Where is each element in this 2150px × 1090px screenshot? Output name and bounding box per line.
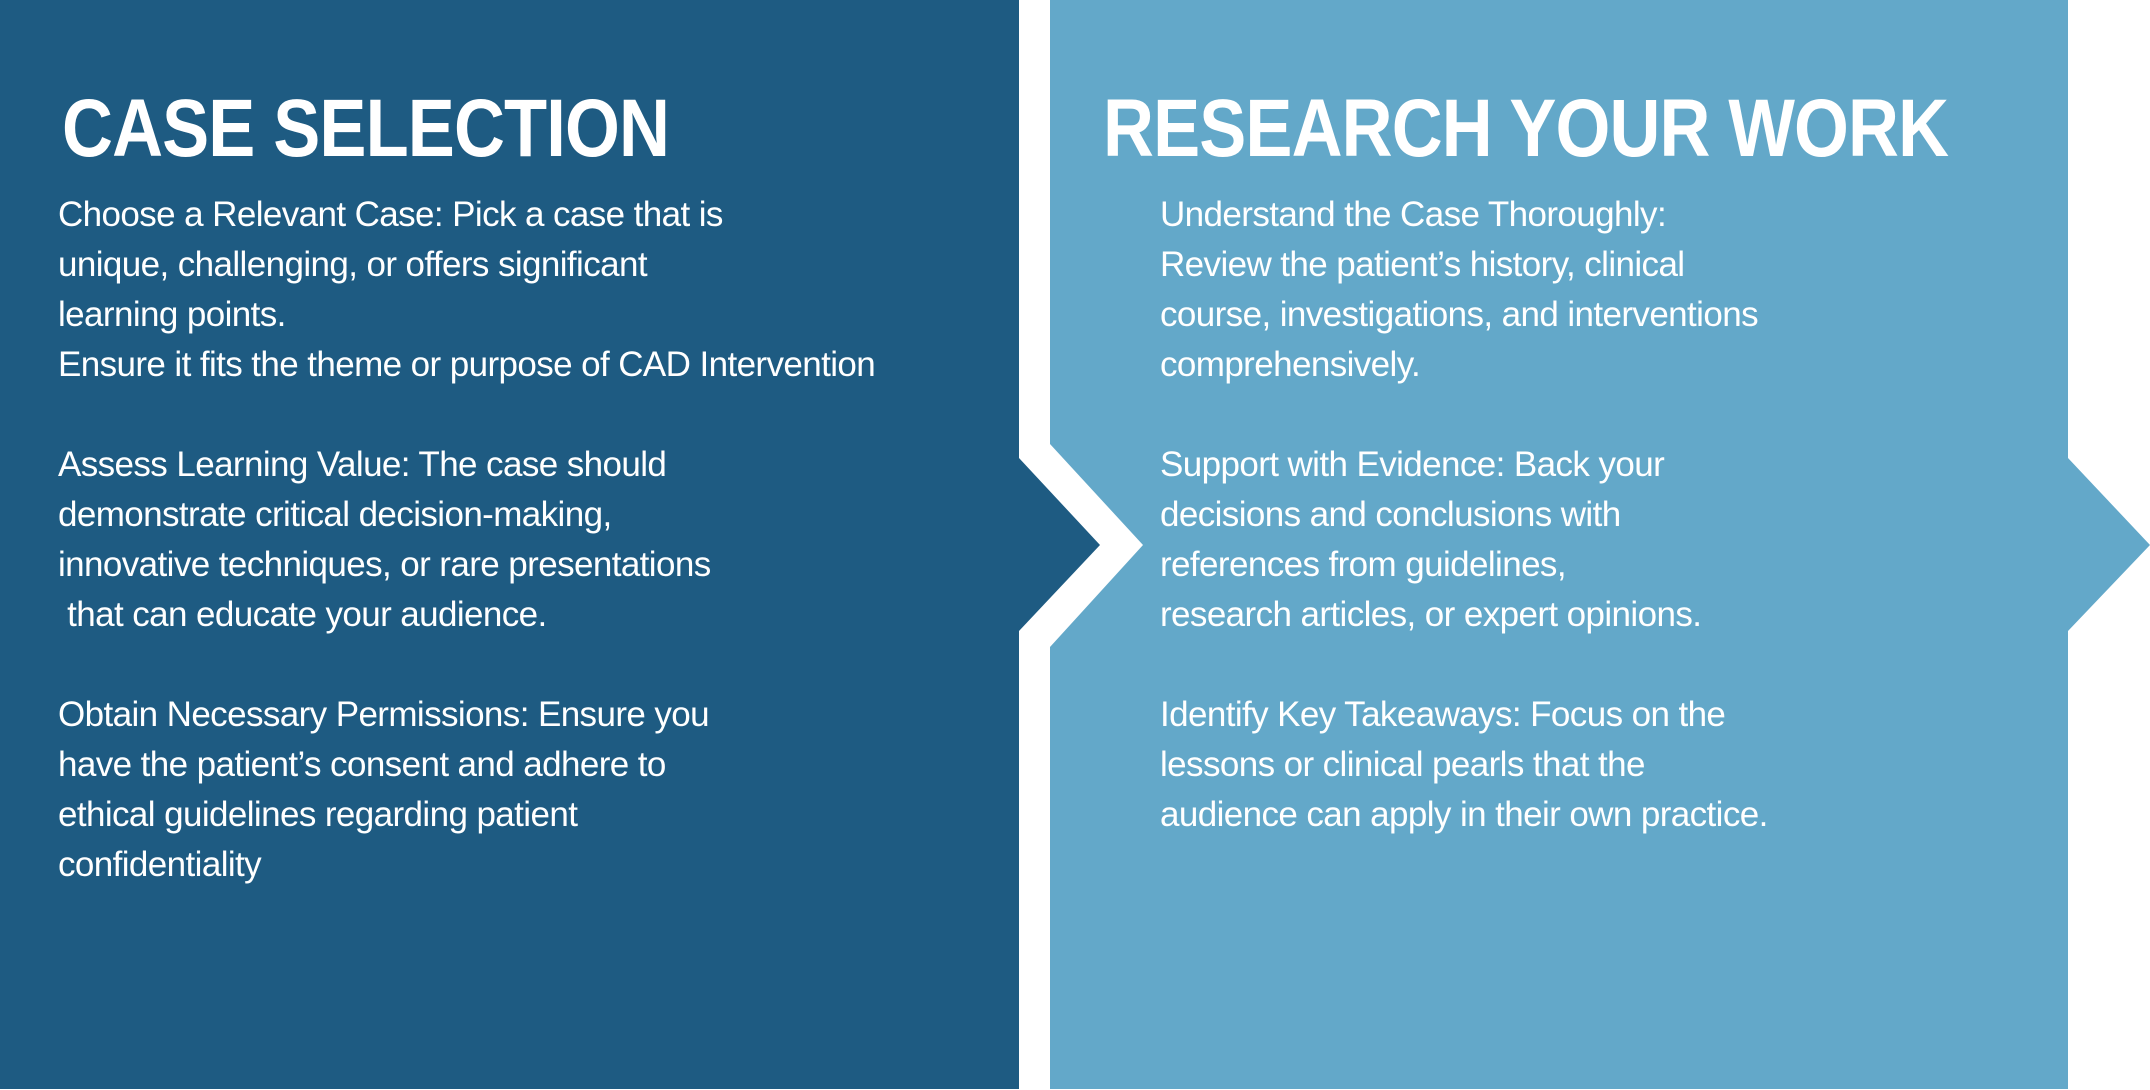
research-title: RESEARCH YOUR WORK [1103,83,1949,174]
text-line: lessons or clinical pearls that the [1160,745,1645,784]
text-line: Understand the Case Thoroughly: [1160,195,1667,234]
text-line: learning points. [58,295,286,334]
case-selection-title: CASE SELECTION [62,83,670,174]
paragraph-relevant-case: Choose a Relevant Case: Pick a case that… [58,190,876,390]
text-line: course, investigations, and intervention… [1160,295,1759,334]
paragraph-understand-case: Understand the Case Thoroughly: Review t… [1160,190,1768,390]
text-line: Ensure it fits the theme or purpose of C… [58,345,876,384]
text-line: research articles, or expert opinions. [1160,595,1702,634]
text-line: comprehensively. [1160,345,1421,384]
research-body: Understand the Case Thoroughly: Review t… [1160,190,1768,890]
text-line: Identify Key Takeaways: Focus on the [1160,695,1726,734]
research-chevron [1050,0,2150,1089]
case-selection-body: Choose a Relevant Case: Pick a case that… [58,190,876,940]
text-line: Assess Learning Value: The case should [58,445,667,484]
text-line: Obtain Necessary Permissions: Ensure you [58,695,710,734]
paragraph-key-takeaways: Identify Key Takeaways: Focus on the les… [1160,690,1768,840]
text-line: Review the patient’s history, clinical [1160,245,1685,284]
paragraph-learning-value: Assess Learning Value: The case should d… [58,440,875,640]
text-line: ethical guidelines regarding patient [58,795,578,834]
case-selection-chevron [0,0,1100,1089]
text-line: innovative techniques, or rare presentat… [58,545,711,584]
text-line: references from guidelines, [1160,545,1567,584]
paragraph-permissions: Obtain Necessary Permissions: Ensure you… [58,690,875,890]
text-line: that can educate your audience. [58,595,547,634]
text-line: audience can apply in their own practice… [1160,795,1768,834]
paragraph-support-evidence: Support with Evidence: Back your decisio… [1160,440,1768,640]
text-line: have the patient’s consent and adhere to [58,745,666,784]
text-line: unique, challenging, or offers significa… [58,245,648,284]
text-line: decisions and conclusions with [1160,495,1621,534]
text-line: demonstrate critical decision-making, [58,495,612,534]
text-line: Support with Evidence: Back your [1160,445,1665,484]
text-line: Choose a Relevant Case: Pick a case that… [58,195,723,234]
text-line: confidentiality [58,845,262,884]
